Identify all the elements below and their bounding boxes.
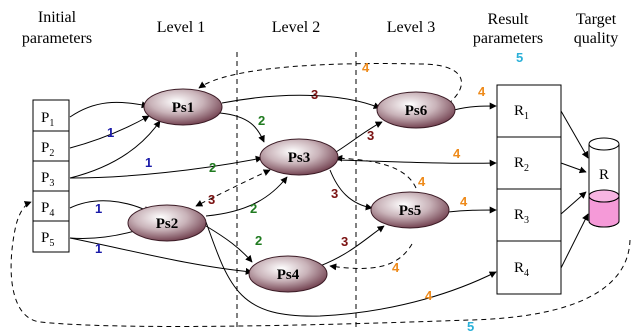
- input-p2: P2: [41, 140, 54, 159]
- edge-global-feedback: [10, 201, 631, 327]
- edge-ps1-ps6: [221, 94, 381, 109]
- edge-p3-ps3: [69, 155, 263, 179]
- header-initial-line1: Initial: [38, 9, 77, 26]
- edge-ps2-ps3-feedback: [195, 169, 271, 207]
- edge-p5-ps4: [69, 237, 253, 275]
- result-r1: R1: [514, 103, 529, 122]
- level-number-4: 4: [418, 174, 426, 189]
- input-p4: P4: [41, 200, 54, 219]
- level-number-2: 2: [250, 201, 257, 216]
- level-number-5: 5: [467, 319, 474, 331]
- process-ps3-label: Ps3: [288, 150, 311, 166]
- header-level2: Level 2: [272, 19, 320, 36]
- edge-ps4-ps5: [319, 225, 385, 267]
- level-number-3: 3: [208, 192, 215, 207]
- level-number-4: 4: [478, 84, 486, 99]
- header-initial-line2: parameters: [22, 30, 92, 47]
- level-number-4: 4: [392, 260, 400, 275]
- header-result-line2: parameters: [473, 30, 543, 47]
- level-number-2: 2: [255, 233, 262, 248]
- edge-p1-ps1: [69, 101, 149, 118]
- input-p5: P5: [41, 230, 54, 249]
- level-number-1: 1: [95, 241, 102, 256]
- result-r3: R3: [514, 207, 529, 226]
- level-number-3: 3: [341, 234, 348, 249]
- level-number-1: 1: [95, 201, 102, 216]
- edge-p2-ps1: [69, 115, 150, 149]
- level-number-3: 3: [311, 87, 318, 102]
- edge-ps5-ps3-feedback: [335, 154, 417, 189]
- header-level3: Level 3: [387, 19, 435, 36]
- level-number-3: 3: [367, 128, 374, 143]
- level-number-4: 4: [460, 194, 468, 209]
- edge-r2-target: [560, 162, 587, 174]
- edge-ps3-ps5: [329, 169, 373, 211]
- process-ps6-label: Ps6: [405, 103, 428, 119]
- result-r2: R2: [514, 155, 529, 174]
- edge-ps6-r1: [453, 102, 497, 111]
- process-ps2-label: Ps2: [156, 216, 179, 232]
- process-ps5: Ps5: [370, 191, 450, 229]
- edge-ps2-ps4: [205, 225, 253, 263]
- edge-ps1-ps3: [219, 112, 265, 143]
- edge-ps5-ps4-feedback: [329, 243, 413, 271]
- process-ps4-label: Ps4: [277, 267, 300, 283]
- target-label: R: [599, 167, 609, 183]
- edge-ps3-ps6: [335, 121, 383, 153]
- level-number-2: 2: [209, 160, 216, 175]
- header-result-line1: Result: [488, 11, 529, 28]
- edge-ps2-r4: [205, 221, 497, 317]
- edge-r4-target: [560, 213, 589, 269]
- edge-r1-target: [560, 110, 589, 159]
- process-ps4: Ps4: [248, 255, 328, 293]
- process-ps3: Ps3: [259, 138, 339, 176]
- process-ps1-label: Ps1: [172, 100, 195, 116]
- edge-p4-ps2: [69, 200, 151, 213]
- level-number-3: 3: [331, 186, 338, 201]
- result-parameters-box: [496, 84, 562, 295]
- header-target-line1: Target: [576, 11, 617, 28]
- process-ps2: Ps2: [127, 204, 207, 242]
- process-ps1: Ps1: [143, 88, 223, 126]
- edge-r3-target: [560, 191, 587, 215]
- edge-ps2-ps3: [205, 176, 288, 217]
- process-ps5-label: Ps5: [399, 203, 422, 219]
- level-number-2: 2: [258, 113, 265, 128]
- edge-ps6-ps1-feedback: [198, 63, 462, 105]
- edge-p3-ps1: [69, 120, 161, 179]
- edge-ps5-r3: [447, 206, 497, 214]
- initial-parameters-box: [32, 99, 70, 253]
- level-number-4: 4: [425, 288, 433, 303]
- level-number-1: 1: [145, 155, 152, 170]
- level-number-1: 1: [107, 125, 114, 140]
- level-number-4: 4: [362, 60, 370, 75]
- header-level1: Level 1: [157, 19, 205, 36]
- input-p1: P1: [41, 110, 54, 129]
- process-ps6: Ps6: [376, 91, 456, 129]
- header-target-line2: quality: [574, 30, 618, 47]
- result-r4: R4: [514, 260, 529, 279]
- edge-ps3-r2: [337, 159, 497, 167]
- input-p3: P3: [41, 170, 54, 189]
- level-number-4: 4: [453, 146, 461, 161]
- level-number-5: 5: [516, 50, 523, 65]
- target-quality-cylinder: [588, 137, 620, 228]
